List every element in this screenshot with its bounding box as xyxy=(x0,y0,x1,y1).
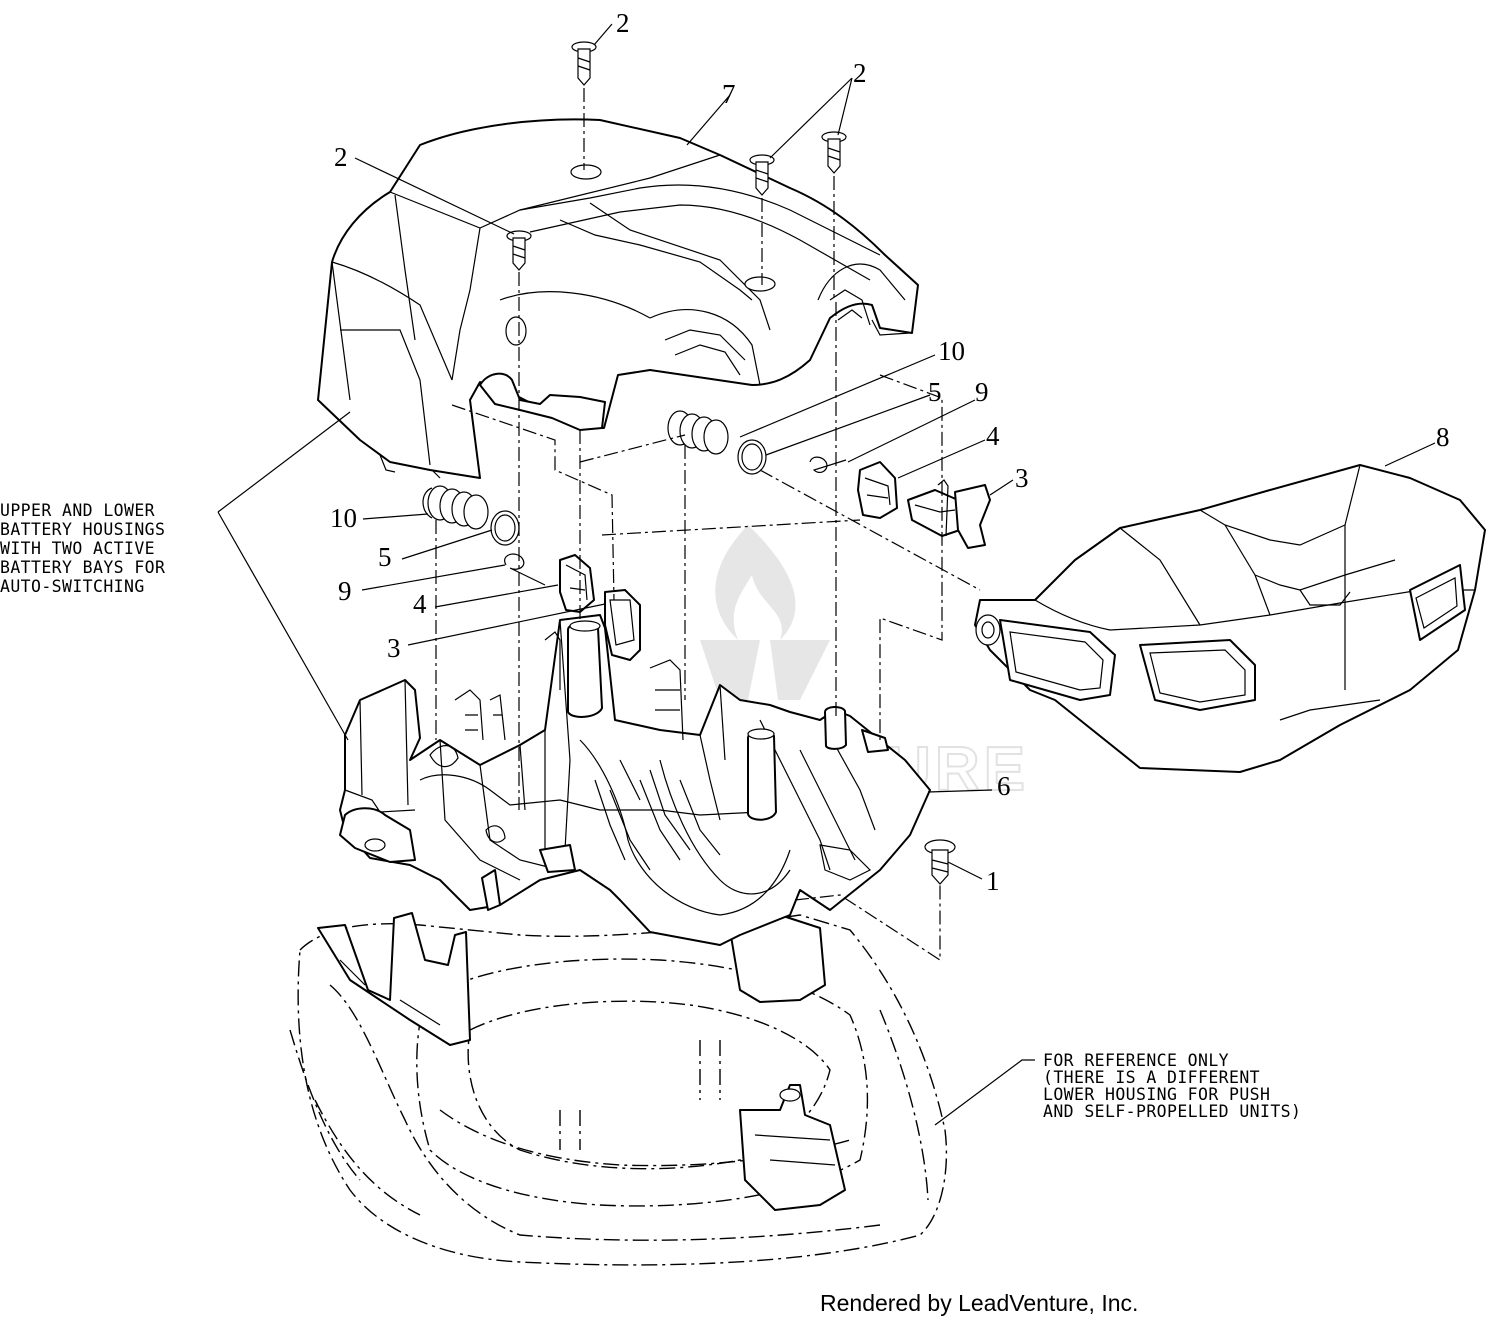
note-reference-line-3: LOWER HOUSING FOR PUSH xyxy=(1043,1085,1270,1104)
callout-10-left: 10 xyxy=(330,503,357,533)
callout-5-left: 5 xyxy=(378,542,392,572)
callout-6: 6 xyxy=(997,771,1011,801)
screw-top xyxy=(571,41,597,86)
callout-7: 7 xyxy=(722,79,736,109)
callout-3-right: 3 xyxy=(1015,463,1029,493)
note-reference-line-2: (THERE IS A DIFFERENT xyxy=(1043,1068,1260,1087)
callout-10-right: 10 xyxy=(938,336,965,366)
note-battery-line-5: AUTO-SWITCHING xyxy=(0,577,145,596)
callout-2-left: 2 xyxy=(334,142,348,172)
callout-2-right: 2 xyxy=(853,58,867,88)
assembly-lines xyxy=(435,88,981,962)
callout-8: 8 xyxy=(1436,422,1450,452)
upper-battery-housing xyxy=(317,118,919,479)
note-battery-line-4: BATTERY BAYS FOR xyxy=(0,558,165,577)
right-spring-assembly xyxy=(667,410,991,549)
screw-bottom xyxy=(924,839,956,885)
callout-4-right: 4 xyxy=(986,421,1000,451)
screw-right-b xyxy=(821,131,847,174)
callout-2-top: 2 xyxy=(616,8,630,38)
callout-5-right: 5 xyxy=(928,377,942,407)
note-reference-only: FOR REFERENCE ONLY (THERE IS A DIFFERENT… xyxy=(1043,1051,1301,1121)
note-reference-line-1: FOR REFERENCE ONLY xyxy=(1043,1051,1229,1070)
callout-4-left: 4 xyxy=(413,589,427,619)
battery-cover xyxy=(974,464,1486,773)
callout-9-left: 9 xyxy=(338,576,352,606)
callout-9-right: 9 xyxy=(975,377,989,407)
lower-battery-housing xyxy=(339,589,931,946)
callout-labels: 2 2 2 7 10 5 9 4 3 8 10 5 9 4 3 6 1 xyxy=(330,8,1450,896)
callout-1: 1 xyxy=(986,866,1000,896)
rendered-by-credit: Rendered by LeadVenture, Inc. xyxy=(820,1290,1138,1316)
note-battery-line-3: WITH TWO ACTIVE xyxy=(0,539,155,558)
leader-lines xyxy=(217,23,1436,1126)
reference-lower-housing xyxy=(289,912,948,1266)
screw-right-a xyxy=(749,154,775,196)
note-battery-housings: UPPER AND LOWER BATTERY HOUSINGS WITH TW… xyxy=(0,501,165,596)
note-reference-line-4: AND SELF-PROPELLED UNITS) xyxy=(1043,1102,1301,1121)
note-battery-line-1: UPPER AND LOWER xyxy=(0,501,155,520)
left-spring-assembly xyxy=(422,485,595,613)
callout-3-left: 3 xyxy=(387,633,401,663)
note-battery-line-2: BATTERY HOUSINGS xyxy=(0,520,165,539)
